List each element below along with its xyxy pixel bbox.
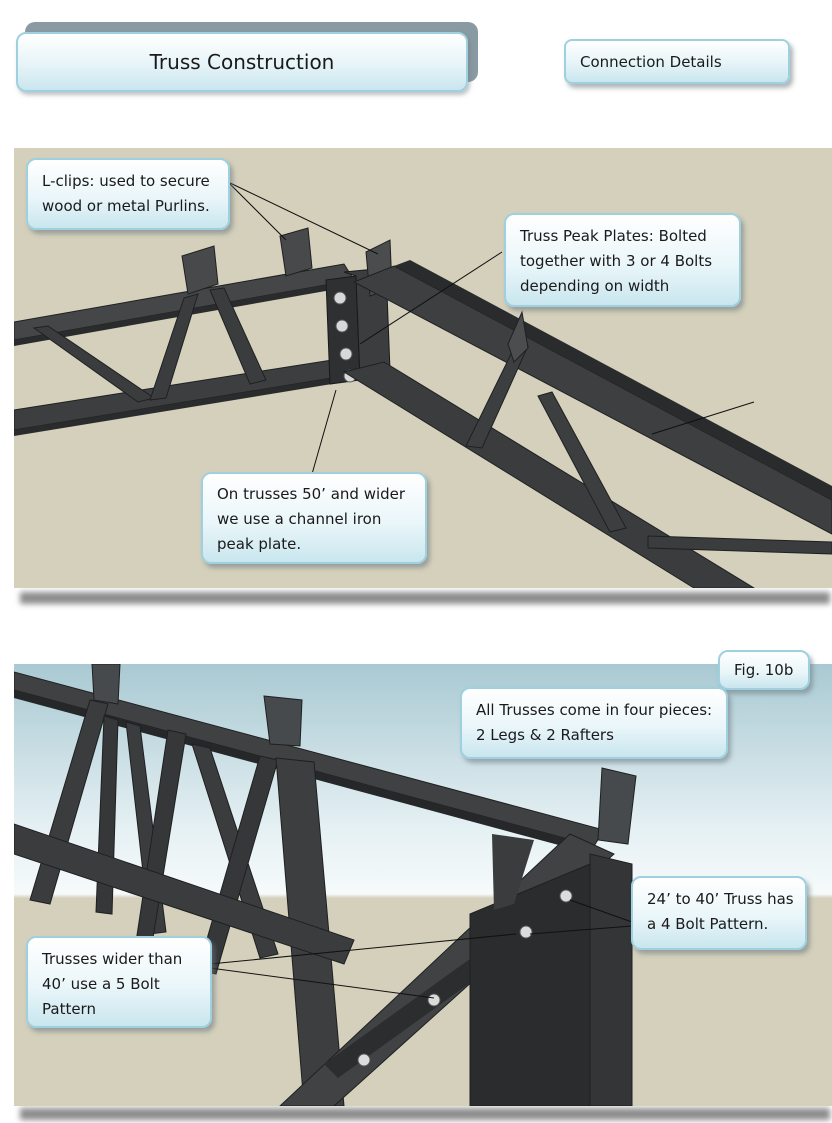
callout-four-pieces: All Trusses come in four pieces: 2 Legs … — [460, 687, 728, 759]
fig-label: Fig. 10b — [718, 650, 810, 690]
callout-peak-plates-line-2: together with 3 or 4 Bolts — [520, 252, 713, 270]
callout-five-bolt-line-1: Trusses wider than — [42, 950, 183, 968]
callout-peak-plates-line-1: Truss Peak Plates: Bolted — [520, 227, 707, 245]
callout-peak-plates: Truss Peak Plates: Bolted together with … — [504, 213, 741, 307]
bottom-figure-shadow — [20, 1108, 830, 1120]
top-figure-shadow — [20, 592, 830, 604]
bottom-truss-illustration — [14, 664, 637, 1106]
callout-lclips-line-2: wood or metal Purlins. — [42, 197, 210, 215]
callout-five-bolt-line-3: Pattern — [42, 1000, 96, 1018]
page-title: Truss Construction — [16, 32, 468, 92]
callout-four-bolt-line-1: 24’ to 40’ Truss has — [647, 890, 794, 908]
callout-channel-iron: On trusses 50’ and wider we use a channe… — [201, 472, 427, 564]
callout-four-pieces-line-2: 2 Legs & 2 Rafters — [476, 726, 614, 744]
bottom-truss-figure — [14, 664, 832, 1106]
callout-five-bolt-line-2: 40’ use a 5 Bolt — [42, 975, 160, 993]
callout-channel-iron-line-1: On trusses 50’ and wider — [217, 485, 406, 503]
page-title-text: Truss Construction — [149, 50, 335, 74]
callout-four-bolt-line-2: a 4 Bolt Pattern. — [647, 915, 769, 933]
section-subtitle-text: Connection Details — [580, 52, 722, 71]
top-truss-illustration — [14, 181, 832, 588]
fig-label-text: Fig. 10b — [734, 661, 794, 679]
section-subtitle: Connection Details — [564, 39, 790, 84]
callout-five-bolt: Trusses wider than 40’ use a 5 Bolt Patt… — [26, 936, 212, 1028]
callout-peak-plates-line-3: depending on width — [520, 277, 670, 295]
callout-channel-iron-line-2: we use a channel iron — [217, 510, 382, 528]
callout-lclips-line-1: L-clips: used to secure — [42, 172, 210, 190]
callout-four-bolt: 24’ to 40’ Truss has a 4 Bolt Pattern. — [631, 876, 807, 950]
callout-four-pieces-line-1: All Trusses come in four pieces: — [476, 701, 713, 719]
callout-lclips: L-clips: used to secure wood or metal Pu… — [26, 158, 230, 230]
callout-channel-iron-line-3: peak plate. — [217, 535, 302, 553]
